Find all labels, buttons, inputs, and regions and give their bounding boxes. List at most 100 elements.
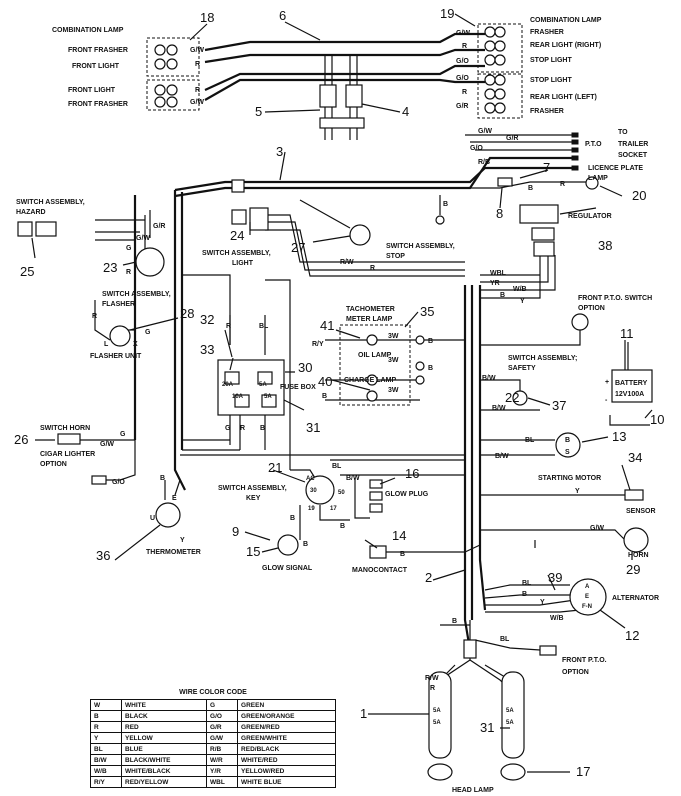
wire-label: B: [428, 338, 433, 345]
label-switch-key-1: SWITCH ASSEMBLY,: [218, 485, 287, 492]
fuse-rating: 5A: [506, 708, 514, 714]
terminal-label: AC: [306, 476, 315, 482]
terminal-label: A: [585, 584, 590, 590]
legend-color: BLUE: [120, 743, 208, 755]
label-front-pto-switch-1: FRONT P.T.O. SWITCH: [578, 295, 652, 302]
fuse-rating: 5A: [259, 382, 267, 388]
terminal-label: F-N: [582, 604, 592, 610]
ground-symbol: [435, 195, 445, 225]
wire-label: G: [126, 245, 132, 252]
label-switch-hazard-2: HAZARD: [16, 209, 46, 216]
wire-label: R/W: [340, 259, 354, 266]
wire-label: U: [150, 515, 155, 522]
legend-row: BL BLUE R/B RED/BLACK: [90, 743, 336, 755]
wire-label: S: [565, 449, 570, 456]
flasher-switch: [135, 247, 165, 277]
legend-code: WBL: [206, 776, 239, 788]
callout-5: 5: [255, 104, 262, 119]
legend-color: WHITE BLUE: [237, 776, 336, 788]
label-combination-lamp-right: COMBINATION LAMP: [530, 17, 602, 24]
legend-row: B BLACK G/O GREEN/ORANGE: [90, 710, 336, 722]
label-front-light-2: FRONT LIGHT: [68, 87, 116, 94]
wire-label: G/W: [590, 525, 604, 532]
callout-14: 14: [392, 528, 406, 543]
label-regulator: REGULATOR: [568, 213, 612, 220]
callout-40: 40: [318, 374, 332, 389]
legend-row: W/B WHITE/BLACK Y/R YELLOW/RED: [90, 765, 336, 777]
wire-label: R/W: [425, 675, 439, 682]
label-battery-1: BATTERY: [615, 380, 648, 387]
callout-28: 28: [180, 306, 194, 321]
flasher-unit: [109, 325, 131, 347]
wire-label: B: [303, 541, 308, 548]
component-labels: COMBINATION LAMP FRONT FRASHER FRONT LIG…: [16, 17, 659, 794]
starting-motor: [555, 432, 581, 458]
glow-plugs: [354, 478, 383, 519]
terminal-label: 17: [330, 506, 337, 512]
licence-plate-lamp: [497, 176, 599, 190]
label-front-pto-switch-2: OPTION: [578, 305, 605, 312]
label-manocontact: MANOCONTACT: [352, 567, 408, 574]
label-to-trailer-1: TO: [618, 129, 628, 136]
label-switch-stop-2: STOP: [386, 253, 405, 260]
regulator: [519, 204, 559, 257]
safety-switch: [512, 390, 528, 406]
harness-connectors: [231, 84, 365, 193]
wire-label: BL: [522, 580, 532, 587]
wire-label: Y: [540, 599, 545, 606]
wire-label: BL: [332, 463, 342, 470]
front-combination-lamps: [146, 37, 200, 111]
wire-label: G/W: [190, 47, 204, 54]
sensor: [624, 489, 644, 501]
wire-label: R: [126, 269, 131, 276]
wire-label: G/W: [190, 99, 204, 106]
legend-table: W WHITE G GREEN B BLACK G/O GREEN/ORANGE…: [90, 699, 336, 788]
label-to-trailer-2: TRAILER: [618, 141, 648, 148]
callout-23: 23: [103, 260, 117, 275]
label-licence-2: LAMP: [588, 175, 608, 182]
legend-row: R/Y RED/YELLOW WBL WHITE BLUE: [90, 776, 336, 788]
label-horn: HORN: [628, 552, 649, 559]
wire-label: G/O: [456, 58, 469, 65]
wire-color-legend: WIRE COLOR CODE W WHITE G GREEN B BLACK …: [90, 689, 336, 788]
callout-11: 11: [620, 326, 634, 341]
trailer-socket: [571, 132, 579, 171]
terminal-label: E: [585, 594, 589, 600]
callout-37: 37: [552, 398, 566, 413]
fuse-box: [217, 359, 285, 416]
callout-30: 30: [298, 360, 312, 375]
terminal-label: 50: [338, 490, 345, 496]
legend-color: WHITE/BLACK: [120, 765, 208, 777]
alternator: [569, 578, 607, 616]
label-glow-signal: GLOW SIGNAL: [262, 565, 313, 572]
thermometer: [91, 475, 181, 528]
legend-color: YELLOW: [120, 732, 208, 744]
wire-label: R: [430, 685, 435, 692]
wire-label: B: [500, 292, 505, 299]
callout-22: 22: [505, 390, 519, 405]
manocontact: [369, 545, 387, 559]
wire-label: 3W: [388, 333, 399, 340]
wire-label: B: [160, 475, 165, 482]
fuse-rating: 5A: [264, 394, 272, 400]
wire-label: R: [462, 89, 467, 96]
label-cigar-2: OPTION: [40, 461, 67, 468]
label-pto: P.T.O: [585, 141, 602, 148]
label-tacho-2: METER LAMP: [346, 316, 393, 323]
wire-label: W/B: [550, 615, 564, 622]
callout-leaders: [31, 13, 653, 773]
legend-code: R/Y: [90, 776, 122, 788]
wire-label: E: [172, 495, 177, 502]
label-glow-plug: GLOW PLUG: [385, 491, 429, 498]
wire-label: B/W: [495, 453, 509, 460]
key-switch: [305, 475, 335, 505]
tachometer-lamps: [339, 324, 425, 406]
wire-label: B/W: [492, 405, 506, 412]
label-oil-lamp: OIL LAMP: [358, 352, 392, 359]
label-licence-1: LICENCE PLATE: [588, 165, 643, 172]
wire-label: R: [195, 61, 200, 68]
wire-label: G/R: [506, 135, 518, 142]
wire-label: W/B: [513, 286, 527, 293]
wire-label: G/W: [478, 128, 492, 135]
